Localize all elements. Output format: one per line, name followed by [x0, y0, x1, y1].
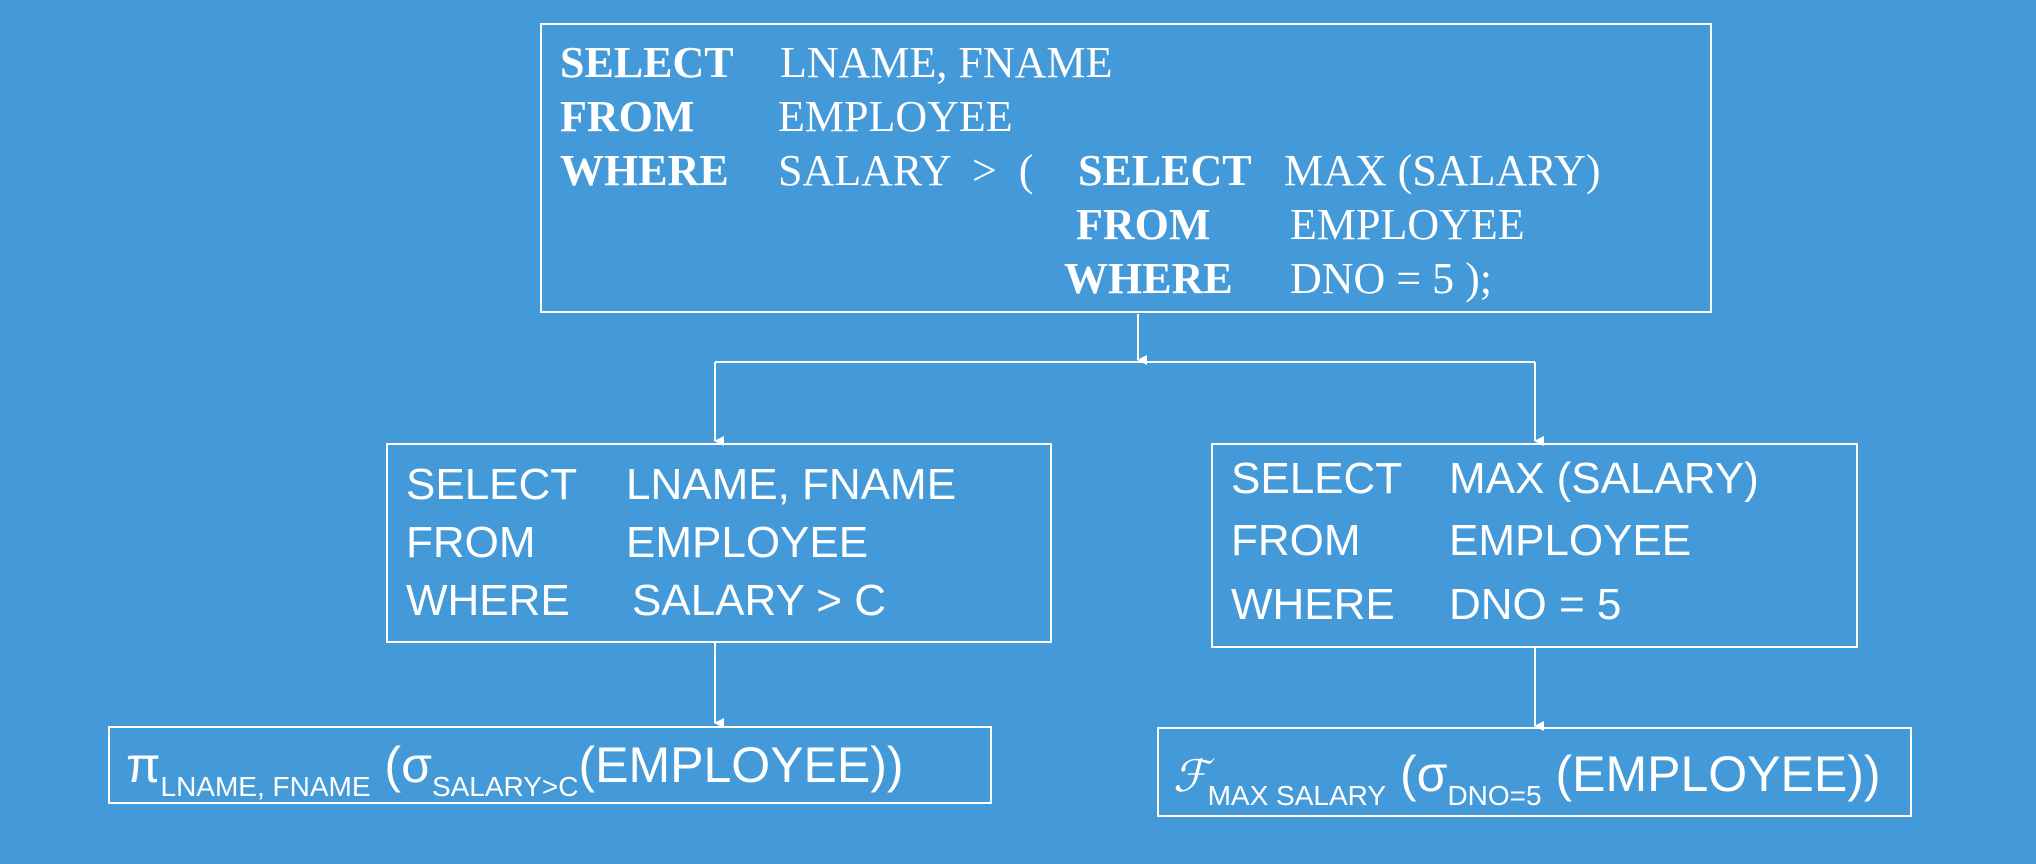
outer-from-keyword: FROM [406, 518, 536, 567]
inner-from-keyword: FROM [1231, 516, 1361, 565]
inner-query-block-box: SELECT MAX (SALARY) FROM EMPLOYEE WHERE … [1211, 443, 1858, 648]
inner-from-value: EMPLOYEE [1449, 516, 1692, 565]
outer-where-value: SALARY > C [632, 576, 886, 625]
inner-algebra-expression: ℱMAX SALARY (σDNO=5 (EMPLOYEE)) [1173, 746, 1881, 810]
outer-algebra-box: πLNAME, FNAME (σSALARY>C(EMPLOYEE)) [108, 726, 992, 804]
subquery-select-keyword: SELECT [1078, 146, 1252, 195]
outer-where-keyword: WHERE [406, 576, 570, 625]
inner-select-keyword: SELECT [1231, 454, 1403, 503]
root-query-box: SELECT LNAME, FNAME FROM EMPLOYEE WHERE … [540, 23, 1712, 313]
inner-selection-symbol: σ [1416, 746, 1448, 802]
inner-selection-condition: DNO=5 [1447, 780, 1542, 811]
subquery-select-value: MAX (SALARY) [1284, 146, 1601, 195]
aggregate-attributes: MAX SALARY [1207, 780, 1387, 811]
outer-from-value: EMPLOYEE [626, 518, 869, 567]
subquery-where-value: DNO = 5 ); [1290, 254, 1493, 303]
root-select-keyword: SELECT [560, 38, 734, 87]
inner-open-paren: ( [1386, 746, 1417, 802]
inner-relation: (EMPLOYEE)) [1541, 746, 1881, 802]
projection-symbol: π [126, 737, 161, 793]
subquery-from-keyword: FROM [1076, 200, 1211, 249]
projection-attributes: LNAME, FNAME [160, 771, 371, 802]
root-where-keyword: WHERE [560, 146, 729, 195]
inner-algebra-box: ℱMAX SALARY (σDNO=5 (EMPLOYEE)) [1157, 727, 1912, 817]
outer-algebra-expression: πLNAME, FNAME (σSALARY>C(EMPLOYEE)) [126, 737, 904, 801]
root-where-value: SALARY > ( [778, 146, 1034, 195]
outer-query-block-box: SELECT LNAME, FNAME FROM EMPLOYEE WHERE … [386, 443, 1052, 643]
inner-where-keyword: WHERE [1231, 580, 1395, 629]
root-select-value: LNAME, FNAME [780, 38, 1113, 87]
subquery-where-keyword: WHERE [1064, 254, 1233, 303]
outer-selection-symbol: σ [401, 737, 432, 793]
aggregate-function-symbol: ℱ [1173, 751, 1208, 802]
outer-select-value: LNAME, FNAME [626, 460, 957, 509]
inner-where-value: DNO = 5 [1449, 580, 1622, 629]
subquery-from-value: EMPLOYEE [1290, 200, 1525, 249]
outer-select-keyword: SELECT [406, 460, 578, 509]
outer-open-paren: ( [370, 737, 402, 793]
root-from-keyword: FROM [560, 92, 695, 141]
root-from-value: EMPLOYEE [778, 92, 1013, 141]
outer-selection-condition: SALARY>C [431, 771, 579, 802]
outer-relation: (EMPLOYEE)) [578, 737, 904, 793]
inner-select-value: MAX (SALARY) [1449, 454, 1759, 503]
